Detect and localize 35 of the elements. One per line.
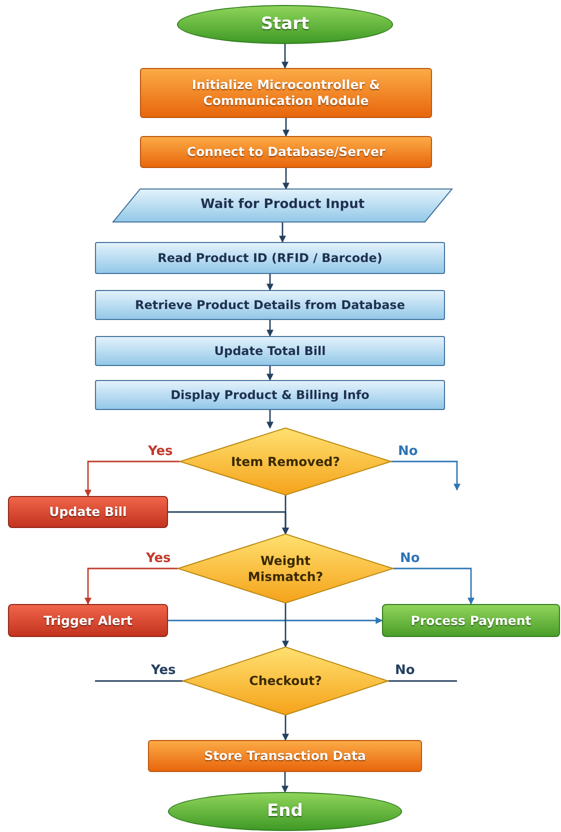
arrow bbox=[391, 460, 460, 491]
decision-diamond: Checkout? bbox=[183, 647, 388, 715]
arrow bbox=[84, 568, 178, 605]
arrow bbox=[393, 568, 474, 605]
arrow bbox=[168, 511, 289, 535]
process-box: Read Product ID (RFID / Barcode) bbox=[95, 242, 445, 274]
process-box: Retrieve Product Details from Database bbox=[95, 290, 445, 320]
arrow bbox=[282, 168, 290, 190]
process-box: Display Product & Billing Info bbox=[95, 380, 445, 410]
arrow bbox=[266, 274, 274, 291]
process-box: Initialize Microcontroller & Communication Module bbox=[140, 68, 432, 118]
arrow bbox=[282, 772, 288, 793]
decision-diamond: Item Removed? bbox=[180, 428, 391, 495]
process-box: Update Total Bill bbox=[95, 336, 445, 366]
arrow bbox=[282, 603, 289, 648]
input-parallelogram: Wait for Product Input bbox=[113, 189, 452, 222]
arrow bbox=[266, 410, 274, 429]
arrow bbox=[279, 222, 286, 243]
arrow bbox=[266, 366, 274, 381]
process-box: Process Payment bbox=[382, 604, 560, 637]
decision-diamond: Weight Mismatch? bbox=[178, 534, 393, 603]
process-box: Store Transaction Data bbox=[148, 740, 422, 772]
arrow bbox=[84, 460, 180, 497]
process-box: Update Bill bbox=[8, 496, 168, 528]
terminal-ellipse: Start bbox=[177, 5, 393, 44]
arrow bbox=[282, 118, 290, 137]
arrow bbox=[266, 320, 274, 337]
arrow bbox=[282, 715, 289, 741]
terminal-ellipse: End bbox=[168, 792, 402, 831]
process-box: Connect to Database/Server bbox=[140, 136, 432, 168]
connector-line bbox=[388, 680, 457, 682]
connector-line bbox=[95, 680, 183, 682]
arrow bbox=[282, 44, 288, 69]
arrow bbox=[168, 617, 383, 624]
process-box: Trigger Alert bbox=[8, 604, 168, 637]
